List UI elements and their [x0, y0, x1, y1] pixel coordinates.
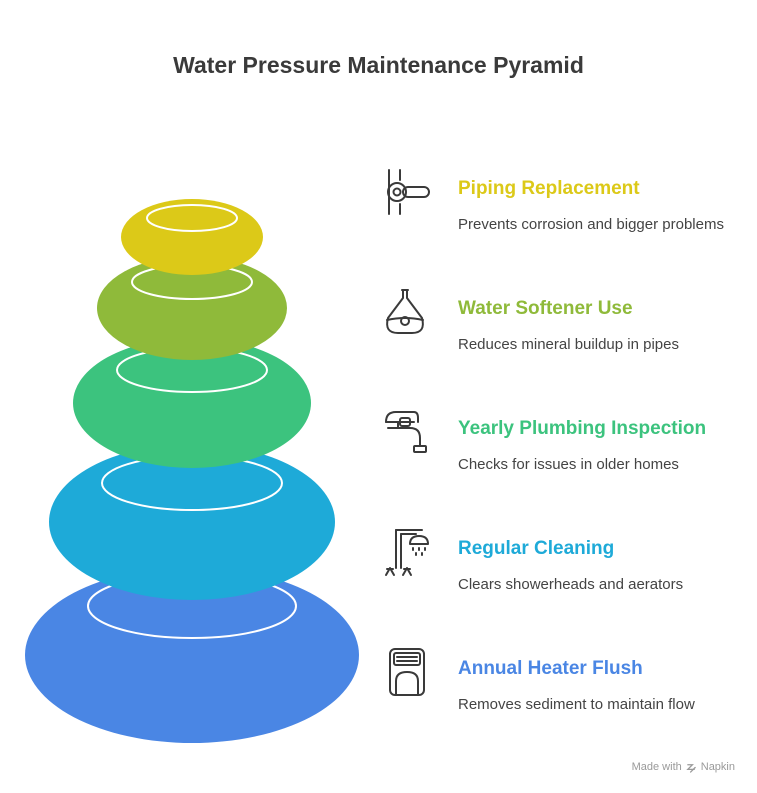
- level-heading: Yearly Plumbing Inspection: [458, 418, 707, 439]
- softener-flask-icon: [386, 289, 424, 334]
- level-description: Removes sediment to maintain flow: [458, 696, 695, 713]
- level-description: Prevents corrosion and bigger problems: [458, 216, 724, 233]
- pyramid-diagram: [25, 199, 359, 743]
- level-description: Reduces mineral buildup in pipes: [458, 336, 679, 353]
- level-heading: Piping Replacement: [458, 178, 640, 199]
- level-heading: Water Softener Use: [458, 298, 633, 319]
- faucet-icon: [385, 411, 427, 453]
- level-water-softener-use: Water Softener Use Reduces mineral build…: [380, 288, 750, 378]
- level-piping-replacement: Piping Replacement Prevents corrosion an…: [380, 168, 750, 258]
- napkin-logo-icon: [686, 763, 696, 773]
- level-description: Clears showerheads and aerators: [458, 576, 684, 593]
- credit-prefix: Made with: [631, 761, 682, 773]
- pyramid-tier-1-piping-replacement: [121, 199, 263, 275]
- level-heading: Regular Cleaning: [458, 538, 615, 559]
- made-with-napkin-credit[interactable]: Made with Napkin: [632, 761, 735, 773]
- level-yearly-plumbing-inspection: Yearly Plumbing Inspection Checks for is…: [380, 408, 750, 498]
- pipe-valve-icon: [387, 169, 430, 215]
- level-regular-cleaning: Regular Cleaning Clears showerheads and …: [380, 528, 750, 618]
- level-description: Checks for issues in older homes: [458, 456, 679, 473]
- level-annual-heater-flush: Annual Heater Flush Removes sediment to …: [380, 648, 750, 738]
- level-heading: Annual Heater Flush: [458, 658, 643, 679]
- showerhead-icon: [385, 529, 429, 576]
- water-heater-icon: [389, 648, 425, 696]
- credit-brand: Napkin: [700, 761, 735, 773]
- page-title: Water Pressure Maintenance Pyramid: [173, 52, 584, 78]
